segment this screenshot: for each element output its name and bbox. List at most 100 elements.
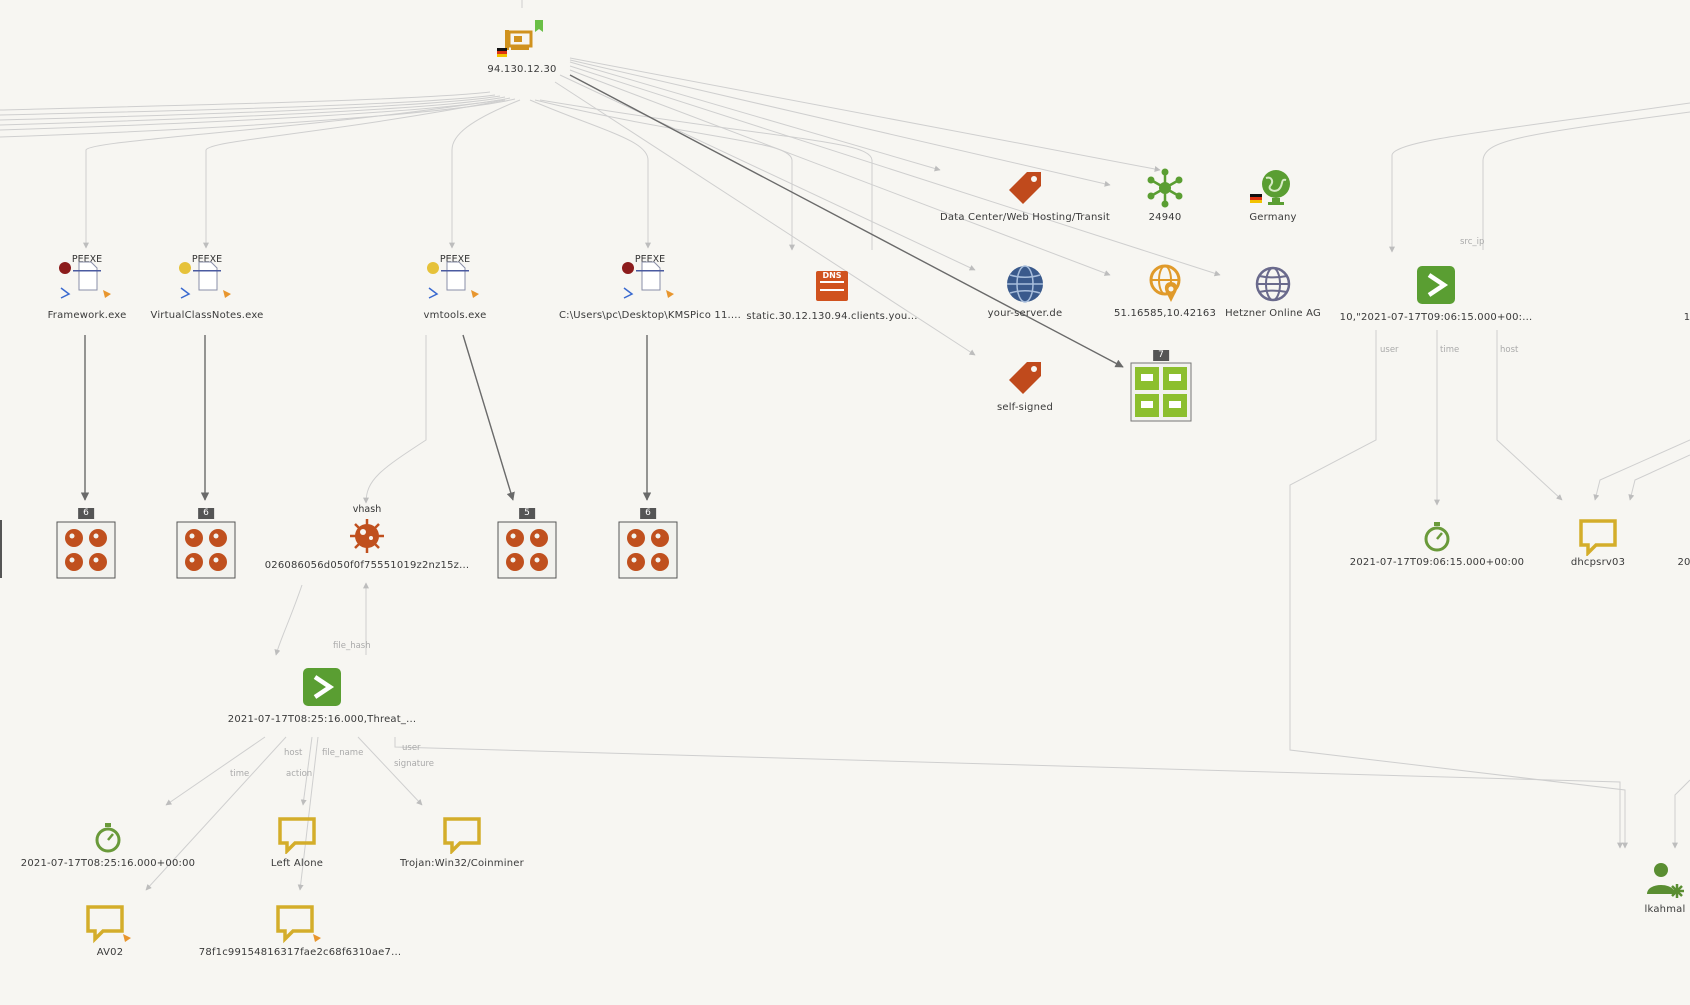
comment-icon [1579,519,1617,556]
edge [1389,102,1690,253]
edge [394,737,1623,849]
edge [569,59,1111,187]
edge [569,57,1161,172]
edge [1593,439,1690,501]
time-label: 2021-07-17T08:25:16.000+00:00 [20,858,196,869]
edge [0,95,501,121]
event-prompt-icon [1417,266,1455,304]
edge [554,81,976,356]
edge-label-signature: signature [394,759,434,769]
edge [1628,454,1690,501]
edge-label-host: host [1500,345,1519,355]
pe-type-label: PEEXE [191,254,223,265]
globe-icon [1007,265,1043,303]
tag-icon [1009,172,1041,204]
edge [1482,111,1690,250]
virus-icon [350,519,384,553]
event-label: 2021-07-17T08:25:16.000,Threat_... [227,714,417,725]
edge-label-user: user [1380,345,1399,355]
comment-icon [86,905,131,944]
group-count-badge: 6 [640,508,656,519]
event-prompt-icon [303,668,341,706]
comment-label: Left Alone [270,858,324,869]
file-icon [622,261,674,299]
tag-icon [1009,362,1041,394]
user-label: lkahmal [1644,904,1686,915]
country-label: Germany [1249,212,1297,223]
virus-group-icon [56,521,116,579]
globe-icon [1250,170,1290,205]
stopwatch-icon [95,823,121,853]
comment-label: Trojan:Win32/Coinminer [400,858,524,869]
edge-dark [569,74,1124,368]
pe-label: C:\Users\pc\Desktop\KMSPico 11.... [558,310,742,321]
edge [559,74,976,271]
edge [0,98,516,138]
edge-label-host: host [284,748,303,758]
file-icon [59,261,111,299]
edge [203,99,506,249]
geo-globe-icon [1149,264,1181,302]
file-icon [179,261,231,299]
stopwatch-icon [1424,522,1450,552]
ip-label: 94.130.12.30 [487,64,557,75]
edge-label-file-name: file_name [322,748,363,758]
edge [1496,330,1563,501]
network-card-icon [497,20,543,57]
dns-label: static.30.12.130.94.clients.you... [746,311,918,322]
virus-group-icon [618,521,678,579]
network-hub-icon [1147,168,1183,208]
group-count-badge: 6 [78,508,94,519]
edge [0,94,496,116]
pe-label: Framework.exe [47,310,127,321]
edge [539,99,873,250]
org-label: Hetzner Online AG [1225,308,1321,319]
edge-label-action: action [286,769,312,779]
edge [165,736,266,806]
edge [83,99,501,249]
edge [569,61,941,172]
group-node-edge [0,520,2,578]
group-count-badge: 6 [198,508,214,519]
tag-label: Data Center/Web Hosting/Transit [940,212,1110,223]
group-count-badge: 5 [519,508,535,519]
network-group-icon [1130,362,1192,422]
pe-type-label: PEEXE [439,254,471,265]
pe-type-label: PEEXE [634,254,666,265]
comment-label: dhcpsrv03 [1570,557,1626,568]
comment-label: 78f1c99154816317fae2c68f6310ae7... [198,947,402,958]
vhash-label: 026086056d050f0f75551019z2nz15z... [264,560,470,571]
svg-text:DNS: DNS [822,271,841,280]
time-label: 2021-07-17T09:06:15.000+00:00 [1349,557,1525,568]
edge-label-file-hash: file_hash [333,641,371,651]
edge [1289,330,1628,849]
edge-label-time: time [230,769,249,779]
comment-icon [443,817,481,854]
org-globe-icon [1255,266,1291,302]
edge [363,335,427,504]
event-label: 10,"2021-07-17T09:06:15.000+00:... [1339,312,1533,323]
edge-label-time: time [1440,345,1459,355]
edge [357,736,423,806]
edge [297,736,319,891]
edge [0,96,506,126]
asn-label: 24940 [1148,212,1182,223]
pe-label: VirtualClassNotes.exe [150,310,264,321]
edge [529,99,651,249]
group-count-badge: 7 [1153,350,1169,361]
edge-dark [462,334,515,501]
comment-label: AV02 [96,947,124,958]
edge [300,736,313,806]
file-icon [427,261,479,299]
edge [569,65,1221,277]
user-gear-icon [1647,863,1684,898]
edge [0,91,491,111]
pe-type-label: PEEXE [71,254,103,265]
partial-label: 1 [1683,312,1690,323]
server-label: your-server.de [987,308,1063,319]
geo-label: 51.16585,10.42163 [1113,308,1217,319]
edge [449,99,521,249]
comment-icon [278,817,316,854]
